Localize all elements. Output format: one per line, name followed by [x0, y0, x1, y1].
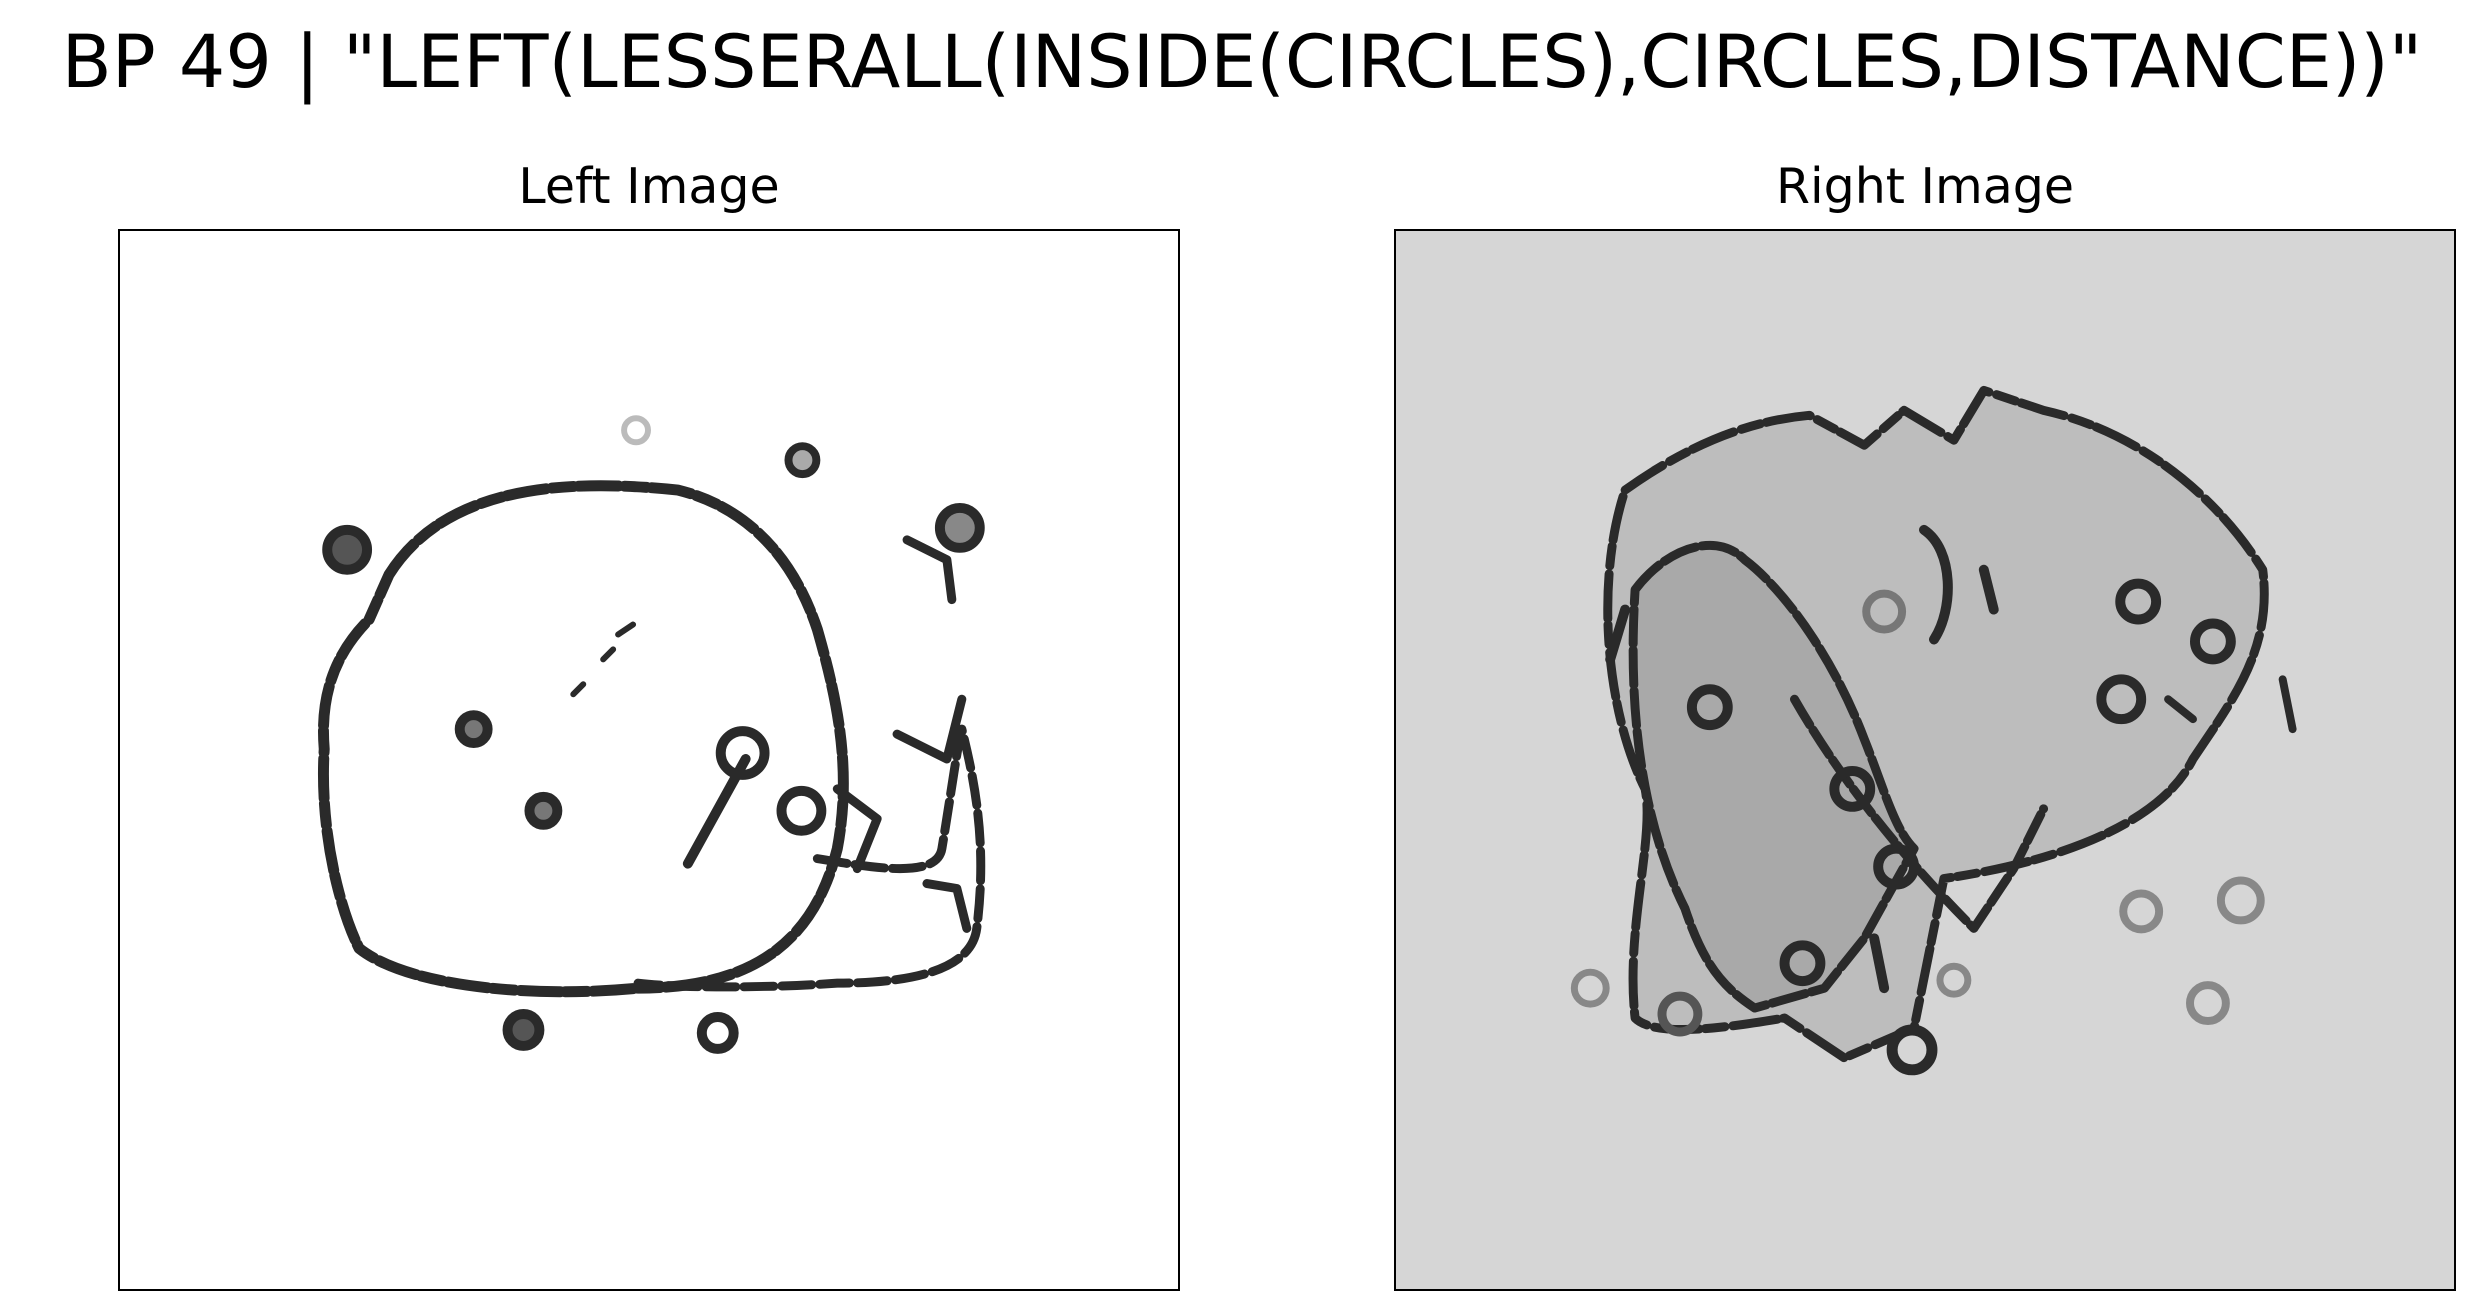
right-circle	[2189, 618, 2236, 665]
left-circle	[502, 1009, 545, 1051]
right-stroke	[1869, 933, 1890, 994]
left-stroke	[570, 621, 637, 698]
left-image-title: Left Image	[518, 158, 780, 215]
right-circle	[1657, 991, 1703, 1037]
right-stroke	[1978, 564, 1999, 615]
right-circle	[1936, 962, 1972, 998]
left-circle	[621, 415, 651, 446]
right-circle	[1779, 940, 1826, 987]
left-circle	[934, 502, 985, 553]
right-stroke	[2164, 695, 2197, 724]
right-circle	[1873, 843, 1920, 890]
left-circle	[776, 785, 827, 836]
left-circle	[784, 442, 821, 479]
left-stroke	[682, 754, 751, 869]
right-circle	[1686, 684, 1733, 731]
left-circle	[696, 1012, 739, 1054]
right-circle	[1886, 1024, 1938, 1076]
left-circle	[322, 524, 373, 575]
right-stroke	[1919, 524, 1953, 645]
right-inner-blob	[1628, 540, 1919, 1013]
left-large-blob	[318, 480, 849, 998]
left-circle	[524, 791, 563, 830]
right-inner-region	[1633, 545, 1915, 1009]
right-circle	[1862, 589, 1907, 634]
right-circle	[2216, 876, 2265, 925]
left-small-blob	[633, 724, 986, 992]
right-circle	[1570, 968, 1610, 1008]
right-stroke	[1605, 604, 1631, 665]
right-stroke	[2278, 675, 2297, 734]
left-circle	[715, 726, 770, 780]
right-image	[1394, 229, 2456, 1291]
right-circle	[2115, 578, 2162, 625]
left-stroke	[902, 535, 957, 605]
left-stroke	[922, 879, 972, 933]
left-stroke	[892, 694, 967, 764]
left-image-drawing	[318, 415, 986, 1054]
left-image	[118, 229, 1180, 1291]
right-circle	[1829, 765, 1876, 812]
right-circle	[2119, 889, 2164, 934]
figure-title: BP 49 | "LEFT(LESSERALL(INSIDE(CIRCLES),…	[61, 20, 2423, 105]
right-circle	[2096, 674, 2147, 725]
right-circle	[2186, 981, 2230, 1025]
right-image-drawing	[1570, 385, 2297, 1076]
right-divider	[1790, 694, 2049, 933]
left-circle	[454, 710, 493, 749]
left-stroke	[832, 784, 882, 874]
right-image-title: Right Image	[1775, 158, 2075, 215]
